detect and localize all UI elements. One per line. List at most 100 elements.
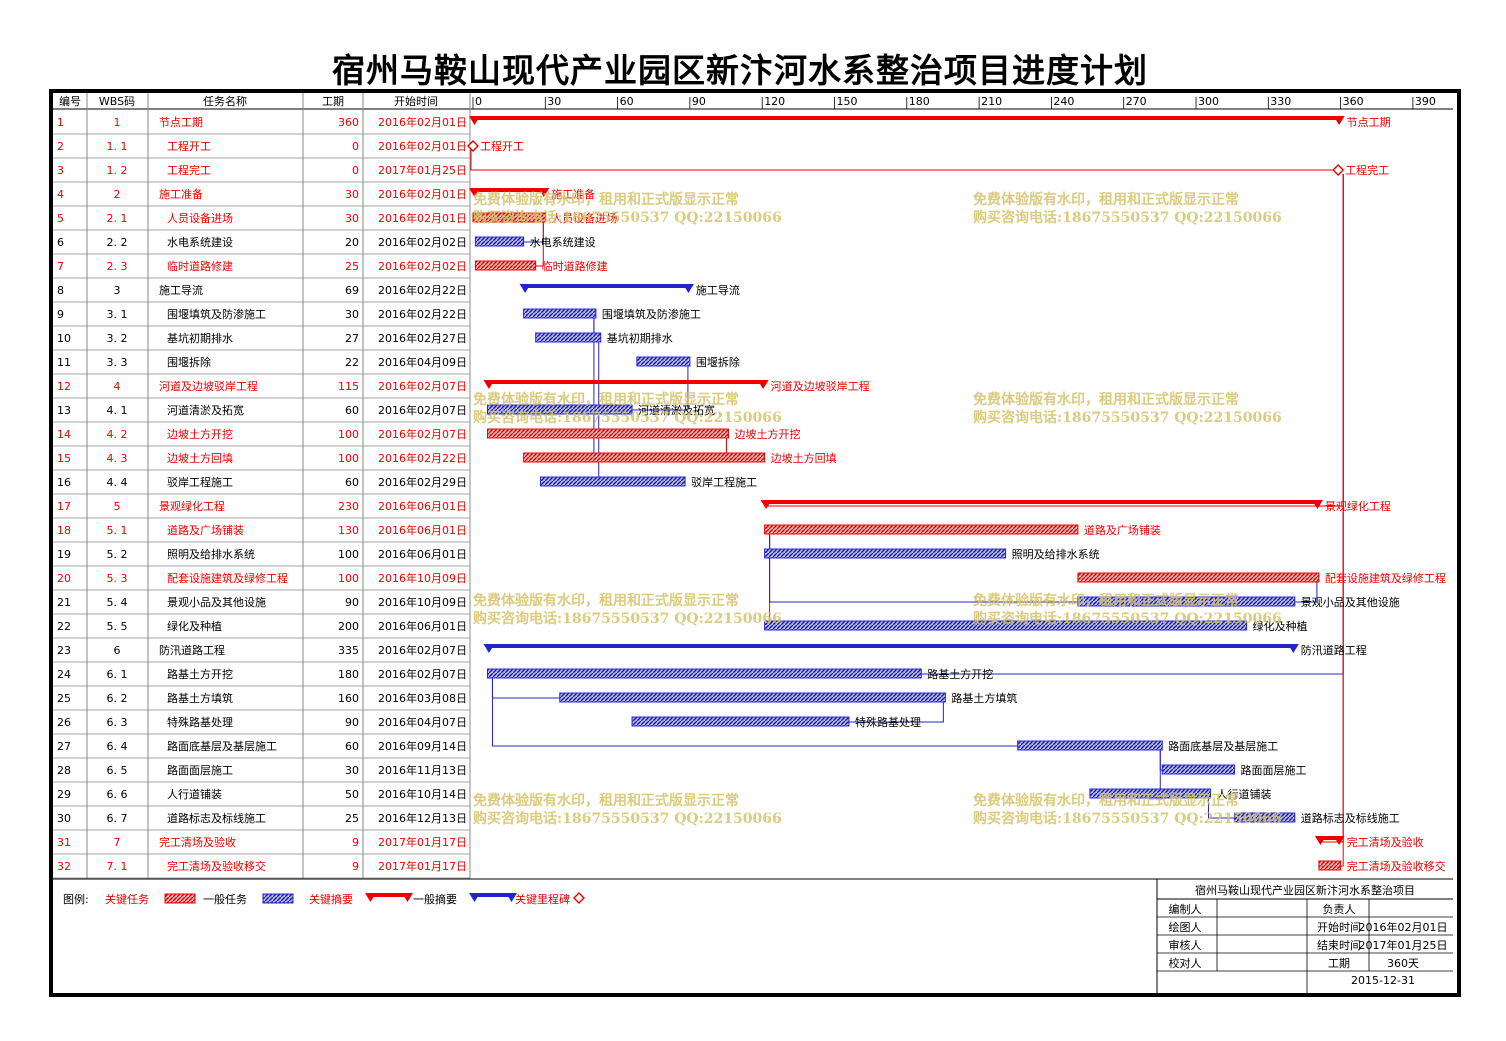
task-name: 路基土方填筑	[167, 691, 233, 705]
summary-cap-start	[469, 188, 480, 197]
task-wbs: 2. 2	[107, 236, 128, 249]
task-wbs: 4. 3	[107, 452, 128, 465]
task-start-date: 2016年02月22日	[378, 451, 467, 465]
bar-label: 边坡土方开挖	[734, 427, 800, 441]
task-wbs: 6. 6	[107, 788, 128, 801]
dependency-link	[470, 150, 1339, 171]
dependency-link	[491, 678, 1018, 747]
legend-item-label: 关键里程碑	[515, 892, 570, 906]
task-bar	[486, 668, 922, 679]
task-wbs: 1. 1	[107, 140, 128, 153]
task-start-date: 2016年02月22日	[378, 307, 467, 321]
task-duration: 30	[345, 188, 359, 201]
task-bar	[1077, 572, 1320, 583]
watermark-text: 免费体验版有水印，租用和正式版显示正常	[973, 592, 1239, 609]
summary-cap-start	[760, 500, 772, 509]
task-name: 工程开工	[167, 140, 211, 153]
task-duration: 60	[345, 404, 359, 417]
watermark-text: 免费体验版有水印，租用和正式版显示正常	[973, 191, 1239, 208]
task-wbs: 5. 2	[107, 548, 128, 561]
task-duration: 50	[345, 788, 359, 801]
task-wbs: 2. 3	[107, 260, 128, 273]
task-bar	[1161, 764, 1236, 775]
bar-label: 河道及边坡驳岸工程	[771, 379, 870, 393]
task-start-date: 2016年02月01日	[378, 115, 467, 129]
task-id: 28	[57, 764, 71, 777]
task-bar	[1234, 812, 1296, 823]
legend-swatch	[369, 893, 409, 897]
timeline-tick-label: 240	[1053, 95, 1074, 108]
task-id: 1	[57, 116, 64, 129]
task-bar	[1318, 860, 1342, 871]
task-name: 临时道路修建	[167, 259, 233, 273]
task-wbs: 6. 2	[107, 692, 128, 705]
task-start-date: 2016年06月01日	[378, 499, 467, 513]
bar-label: 特殊路基处理	[855, 715, 921, 729]
bar-label: 道路及广场铺装	[1084, 523, 1161, 537]
watermark-text: 购买咨询电话:18675550537 QQ:22150066	[473, 610, 782, 627]
task-start-date: 2016年02月29日	[378, 475, 467, 489]
task-duration: 30	[345, 764, 359, 777]
summary-bar	[764, 500, 1319, 504]
info-box-value: 360天	[1387, 957, 1419, 970]
task-start-date: 2016年02月07日	[378, 403, 467, 417]
task-duration: 69	[345, 284, 359, 297]
info-box-label: 校对人	[1169, 956, 1202, 970]
task-start-date: 2016年10月14日	[378, 787, 467, 801]
column-header: 编号	[59, 94, 81, 108]
info-box-value: 2016年02月01日	[1359, 920, 1448, 934]
task-id: 13	[57, 404, 71, 417]
task-wbs: 3. 2	[107, 332, 128, 345]
watermark-text: 购买咨询电话:18675550537 QQ:22150066	[473, 209, 782, 226]
header-band	[53, 93, 1453, 109]
watermark-text: 购买咨询电话:18675550537 QQ:22150066	[973, 610, 1282, 627]
bar-label: 边坡土方回填	[771, 451, 837, 465]
task-start-date: 2016年02月02日	[378, 235, 467, 249]
timeline-tick-label: 390	[1415, 95, 1436, 108]
timeline-tick-label: 150	[837, 95, 858, 108]
task-name: 施工准备	[159, 187, 203, 201]
bar-label: 路面底基层及基层施工	[1168, 739, 1278, 753]
summary-cap-end	[682, 284, 694, 293]
task-wbs: 4	[114, 380, 121, 393]
task-id: 29	[57, 788, 71, 801]
watermark-text: 免费体验版有水印，租用和正式版显示正常	[973, 391, 1239, 408]
legend-swatch	[262, 893, 294, 904]
task-bar	[486, 404, 633, 415]
task-id: 9	[57, 308, 64, 321]
task-id: 4	[57, 188, 64, 201]
bar-label: 施工准备	[551, 187, 595, 201]
bar-label: 水电系统建设	[530, 235, 596, 249]
summary-cap-end	[1287, 644, 1299, 653]
legend-swatch	[164, 893, 196, 904]
task-start-date: 2016年02月02日	[378, 259, 467, 273]
bar-label: 防汛道路工程	[1301, 643, 1367, 657]
summary-bar	[1318, 836, 1341, 840]
watermark-text: 免费体验版有水印，租用和正式版显示正常	[473, 391, 739, 408]
task-wbs: 1	[114, 116, 121, 129]
bar-label: 人员设备进场	[551, 211, 617, 225]
timeline-tick-label: 360	[1343, 95, 1364, 108]
task-name: 河道及边坡驳岸工程	[159, 379, 258, 393]
task-wbs: 4. 2	[107, 428, 128, 441]
summary-cap-start	[483, 644, 495, 653]
column-header: WBS码	[99, 95, 135, 108]
task-duration: 0	[352, 140, 359, 153]
dependency-link	[1207, 798, 1235, 819]
task-start-date: 2017年01月25日	[378, 163, 467, 177]
task-start-date: 2016年02月01日	[378, 211, 467, 225]
bar-label: 驳岸工程施工	[691, 476, 757, 489]
task-name: 水电系统建设	[167, 235, 233, 249]
timeline-tick-label: 30	[547, 95, 561, 108]
task-id: 12	[57, 380, 71, 393]
column-header: 开始时间	[394, 94, 438, 108]
task-duration: 60	[345, 740, 359, 753]
summary-bar	[487, 380, 765, 384]
task-id: 25	[57, 692, 71, 705]
task-wbs: 3. 3	[107, 356, 128, 369]
task-bar	[523, 308, 597, 319]
bar-label: 完工清场及验收	[1347, 835, 1424, 849]
bar-label: 围堰拆除	[696, 355, 740, 369]
task-start-date: 2016年02月07日	[378, 379, 467, 393]
legend-item-label: 一般任务	[203, 893, 247, 906]
